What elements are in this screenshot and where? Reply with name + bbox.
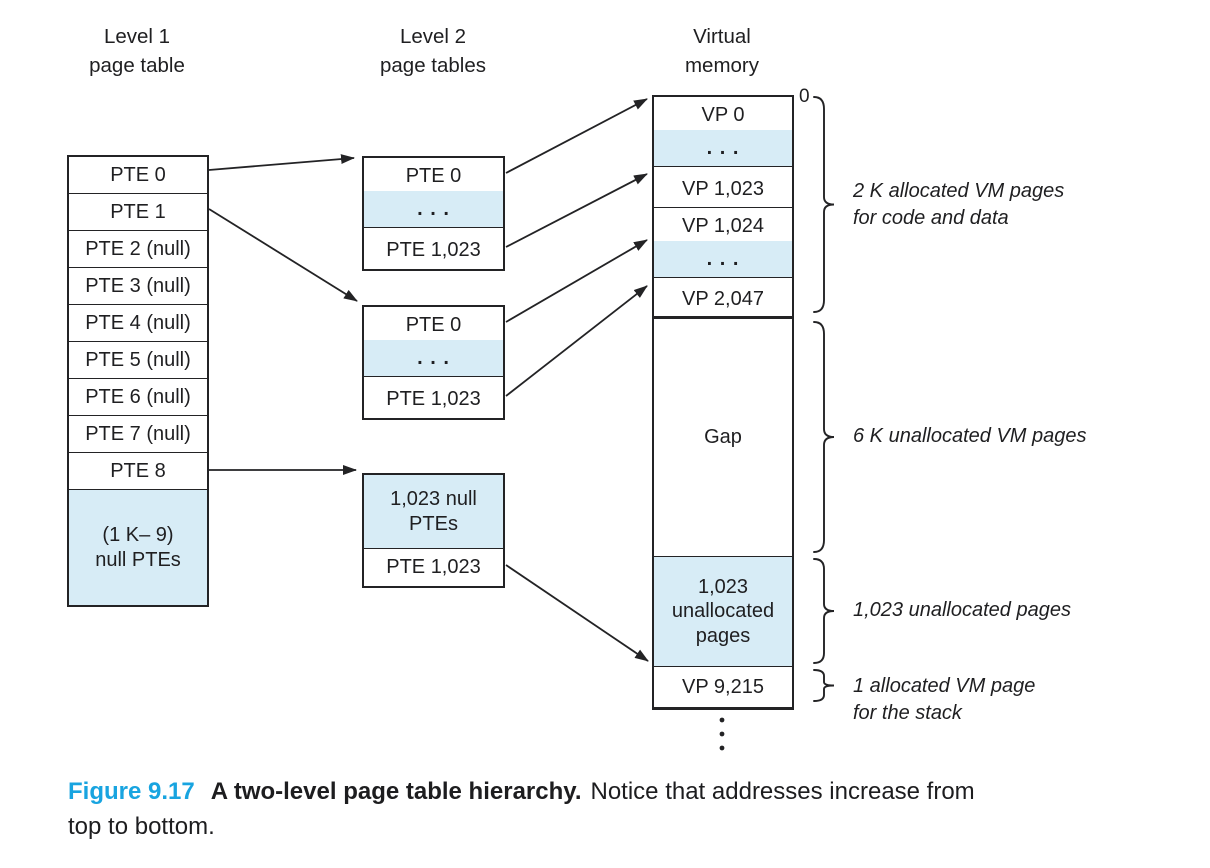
pte-row: PTE 3 (null)	[69, 268, 207, 305]
pte-row: PTE 4 (null)	[69, 305, 207, 342]
vp-row: VP 2,047	[654, 282, 792, 319]
brace-allocated-code-data	[813, 96, 835, 313]
pte-row: PTE 0	[364, 307, 503, 344]
pte-row: PTE 2 (null)	[69, 231, 207, 268]
level2-page-table-3: 1,023 null PTEs PTE 1,023	[362, 473, 505, 588]
figure-number-label: Figure 9.17	[68, 778, 195, 805]
brace-allocated-stack	[813, 669, 835, 702]
level2-page-table-2: PTE 0 . . . PTE 1,023	[362, 305, 505, 420]
arrow-l2t2-pte1023-to-vp2047	[505, 285, 648, 397]
level2-page-table-1: PTE 0 . . . PTE 1,023	[362, 156, 505, 271]
pte-row: PTE 5 (null)	[69, 342, 207, 379]
pte-row: PTE 0	[69, 157, 207, 194]
pte-row: PTE 0	[364, 158, 503, 195]
null-ptes-block: 1,023 null PTEs	[364, 475, 503, 549]
pte-row: PTE 1,023	[364, 232, 503, 269]
arrow-l2t1-pte0-to-vp0	[505, 98, 648, 174]
vp-row: VP 1,023	[654, 171, 792, 208]
caption-note-part2: top to bottom.	[68, 813, 215, 840]
caption-title: A two-level page table hierarchy.	[210, 778, 582, 805]
pte-row: PTE 6 (null)	[69, 379, 207, 416]
pte-row: PTE 8	[69, 453, 207, 490]
ellipsis-row: . . .	[364, 191, 503, 228]
figure-caption: Figure 9.17 A two-level page table hierar…	[68, 774, 1188, 844]
pte-row: PTE 1	[69, 194, 207, 231]
null-ptes-block: (1 K– 9) null PTEs	[69, 490, 207, 605]
level1-page-table: PTE 0 PTE 1 PTE 2 (null) PTE 3 (null) PT…	[67, 155, 209, 607]
vm-continuation-dots	[719, 717, 725, 751]
unallocated-pages-block: 1,023 unallocated pages	[654, 557, 792, 667]
caption-note-part1: Notice that addresses increase from	[590, 778, 975, 805]
vp-row: VP 0	[654, 97, 792, 134]
brace-unallocated-1023	[813, 558, 835, 664]
arrow-l2t2-pte0-to-vp1024	[505, 239, 648, 323]
vp-row: VP 9,215	[654, 667, 792, 707]
vp-row: VP 1,024	[654, 208, 792, 245]
pte-row: PTE 1,023	[364, 549, 503, 586]
arrow-pte1-to-level2-table2	[208, 208, 358, 302]
annotation-unallocated-6k: 6 K unallocated VM pages	[853, 425, 1087, 447]
virtual-memory-column: VP 0 . . . VP 1,023 VP 1,024 . . . VP 2,…	[652, 95, 794, 710]
arrow-l2t1-pte1023-to-vp1023	[505, 173, 648, 248]
arrow-l2t3-pte1023-to-vp9215	[505, 564, 649, 662]
ellipsis-row: . . .	[654, 130, 792, 167]
arrow-pte0-to-level2-table1	[208, 154, 355, 171]
address-origin-label: 0	[799, 86, 810, 107]
pte-row: PTE 1,023	[364, 381, 503, 418]
ellipsis-row: . . .	[364, 340, 503, 377]
ellipsis-row: . . .	[654, 241, 792, 278]
caption-line-1: Figure 9.17 A two-level page table hierar…	[68, 774, 1188, 809]
brace-unallocated-6k	[813, 321, 835, 553]
pte-row: PTE 7 (null)	[69, 416, 207, 453]
annotation-unallocated-1023: 1,023 unallocated pages	[853, 599, 1071, 621]
gap-block: Gap	[654, 319, 792, 557]
